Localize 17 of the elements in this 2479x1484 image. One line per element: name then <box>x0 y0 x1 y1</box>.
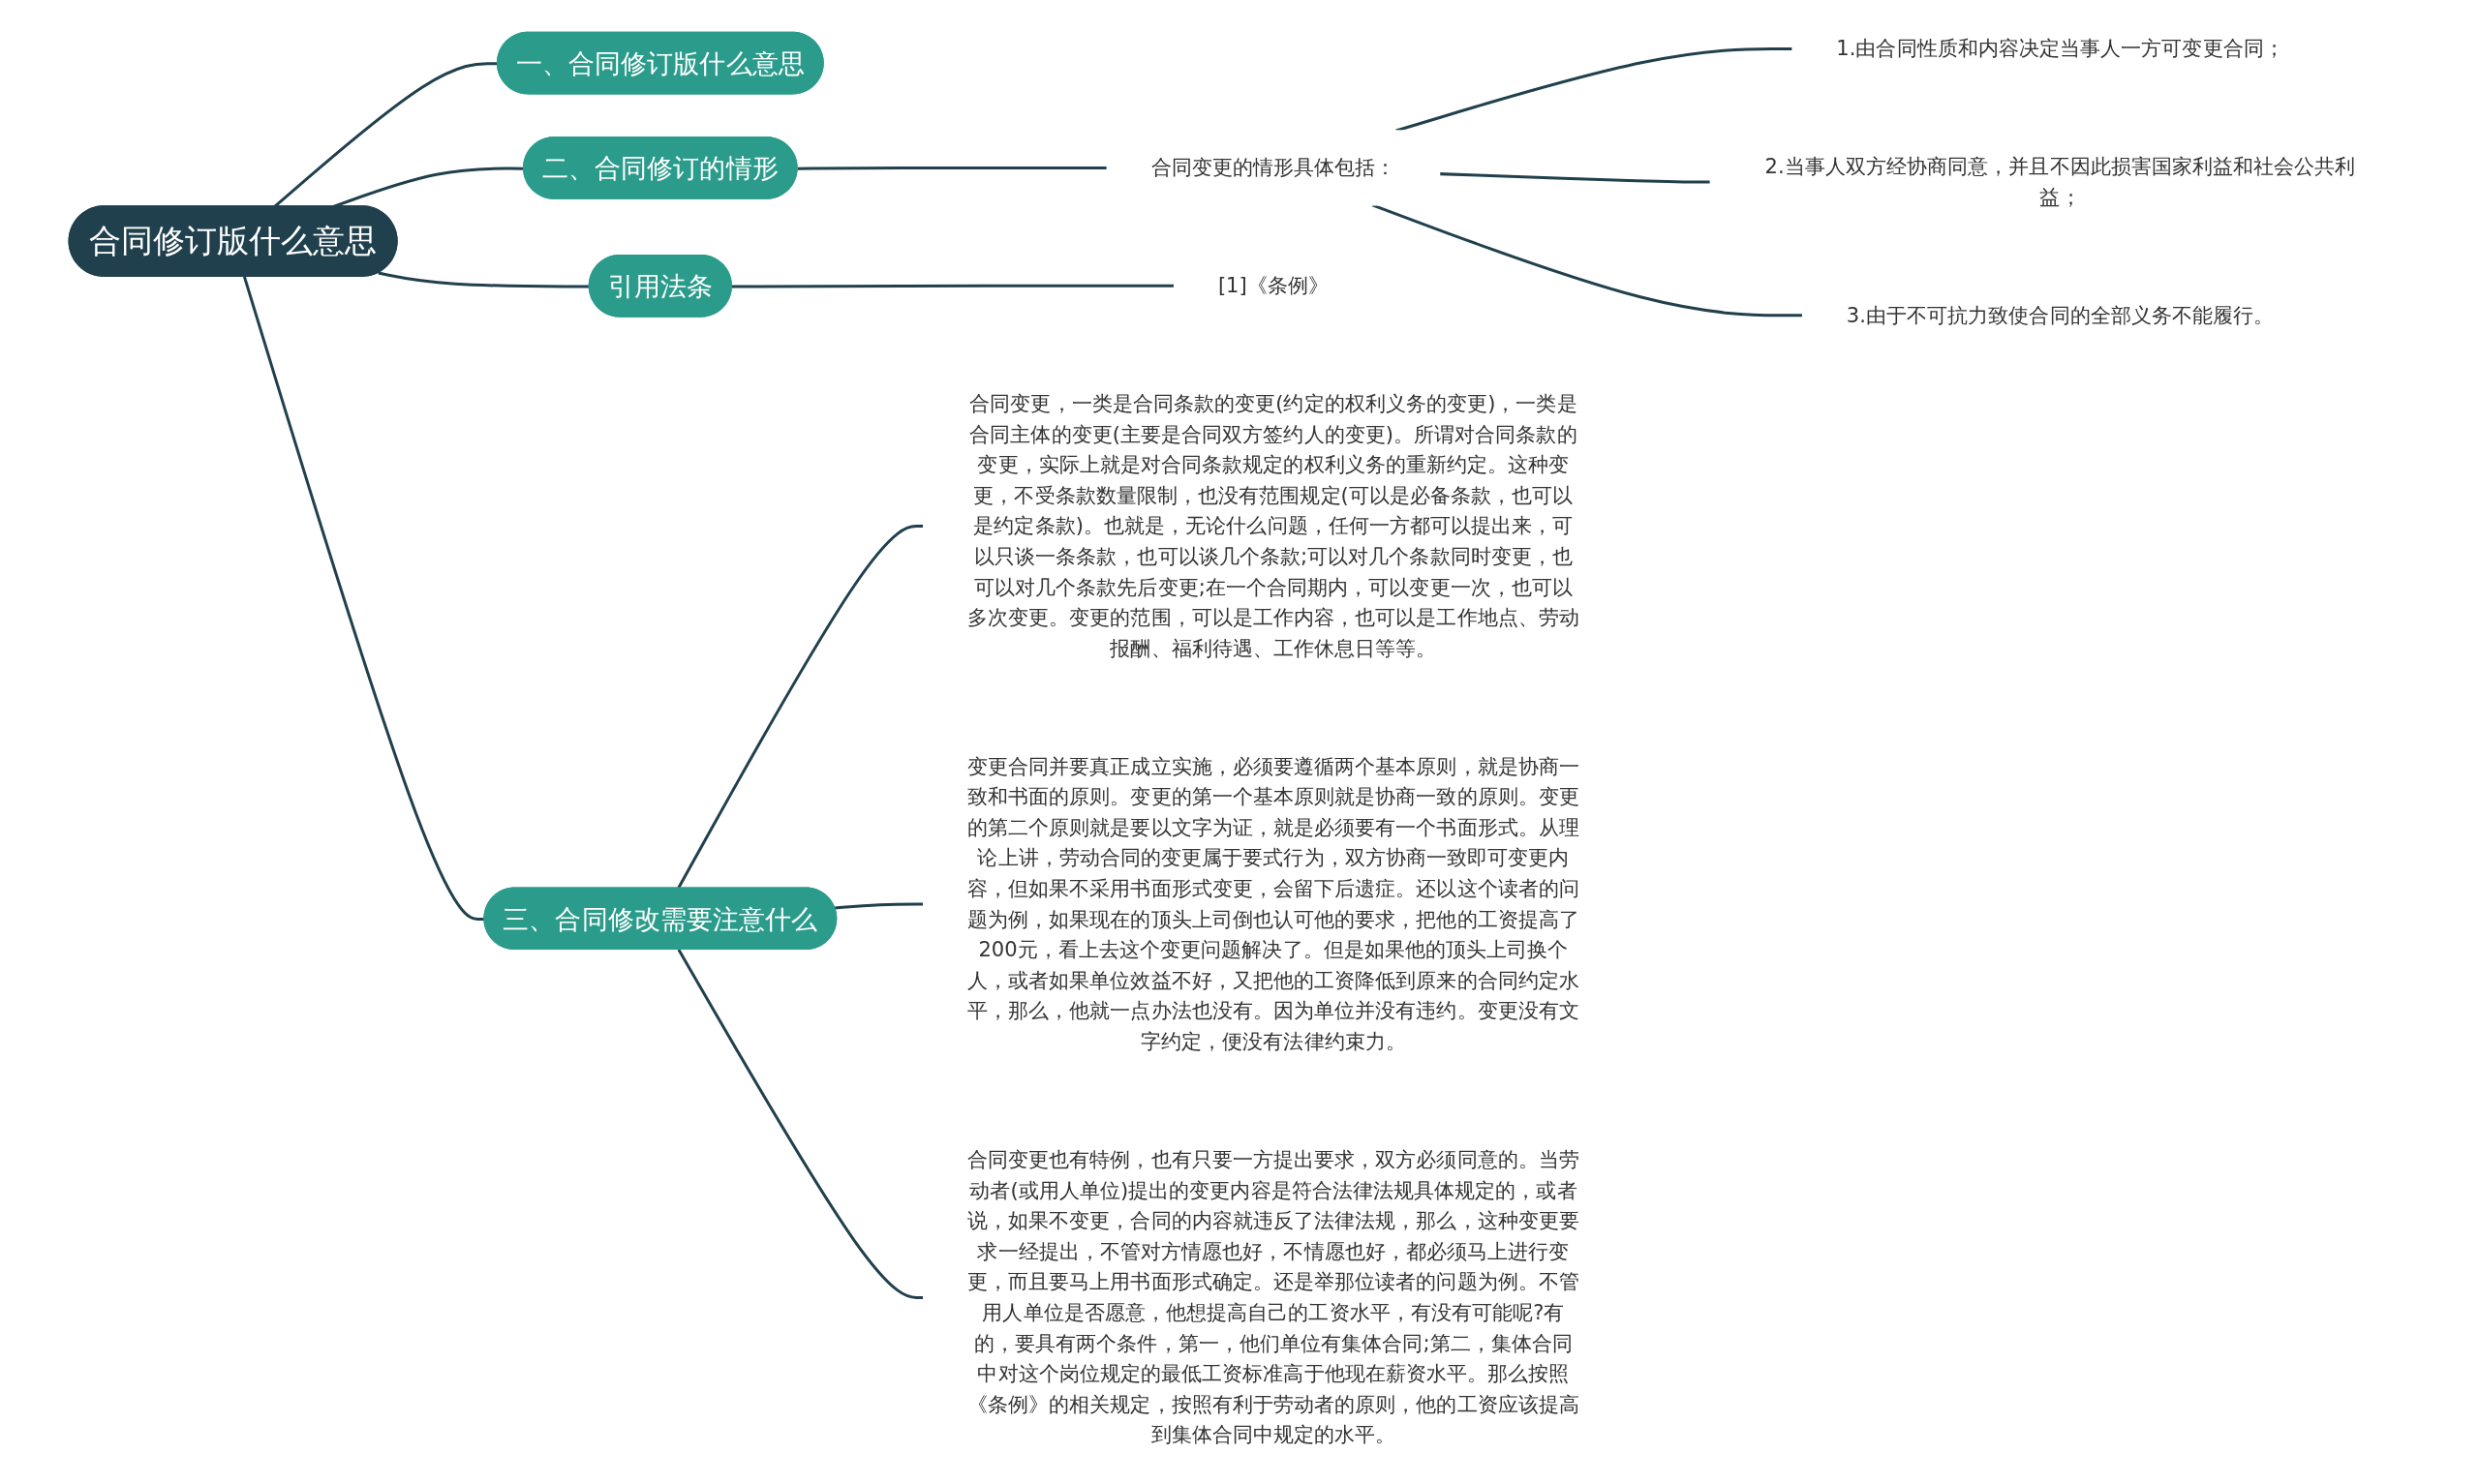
connector <box>834 902 924 910</box>
connector <box>677 949 924 1299</box>
node-text: 合同变更，一类是合同条款的变更(约定的权利义务的变更)，一类是合同主体的变更(主要是合同双方签约人的变更)。所谓对合同条款的变更，实际上就是对合同条款规定的权利义务的重新约定。这种变更，不受条款数量限制，也没有范围规定(可以是必备条款，也可以是约定条款)。也就是，无论什么问题，任何一方都可以提出来，可以只谈一条条款，也可以谈几个条款;可以对几个条款同时变更，也可以对几个条款先后变更;在一个合同期内，可以变更一次，也可以多次变更。变更的范围，可以是工作内容，也可以是工作地点、劳动报酬、福利待遇、工作休息日等等。 <box>966 391 1579 660</box>
connector <box>1371 203 1803 318</box>
node-text: 2.当事人双方经协商同意，并且不因此损害国家利益和社会公共利益； <box>1764 154 2356 209</box>
connector <box>242 276 485 922</box>
connector <box>1395 46 1793 133</box>
connector <box>797 166 1108 170</box>
node-text: [1]《条例》 <box>1217 273 1330 297</box>
node-text: 合同变更的情形具体包括： <box>1150 155 1396 179</box>
node-text: 合同变更也有特例，也有只要一方提出要求，双方必须同意的。当劳动者(或用人单位)提出的变更内容是符合法律法规具体规定的，或者说，如果不变更，合同的内容就违反了法律法规，那么，这种变更要求一经提出，不管对方情愿也好，不情愿也好，都必须马上进行变更，而且要马上用书面形式确定。还是举那位读者的问题为例。不管用人单位是否愿意，他想提高自己的工资水平，有没有可能呢?有的，要具有两个条件，第一，他们单位有集体合同;第二，集体合同中对这个岗位规定的最低工资标准高于他现在薪资水平。那么按照《条例》的相关规定，按照有利于劳动者的原则，他的工资应该提高到集体合同中规定的水平。 <box>966 1147 1579 1446</box>
node-text: 变更合同并要真正成立实施，必须要遵循两个基本原则，就是协商一致和书面的原则。变更的第一个基本原则就是协商一致的原则。变更的第二个原则就是要以文字为证，就是必须要有一个书面形式。从理论上讲，劳动合同的变更属于要式行为，双方协商一致即可变更内容，但如果不采用书面形式变更，会留下后遗症。还以这个读者的问题为例，如果现在的顶头上司倒也认可他的要求，把他的工资提高了200元，看上去这个变更问题解决了。但是如果他的顶头上司换个人，或者如果单位效益不好，又把他的工资降低到原来的合同约定水平，那么，他就一点办法也没有。因为单位并没有违约。变更没有文字约定，便没有法律约束力。 <box>966 754 1579 1053</box>
connector <box>1439 172 1711 184</box>
connector <box>676 525 924 890</box>
node-text: 1.由合同性质和内容决定当事人一方可变更合同； <box>1836 36 2284 60</box>
connector <box>731 284 1175 288</box>
node-text: 3.由于不可抗力致使合同的全部义务不能履行。 <box>1846 303 2275 327</box>
